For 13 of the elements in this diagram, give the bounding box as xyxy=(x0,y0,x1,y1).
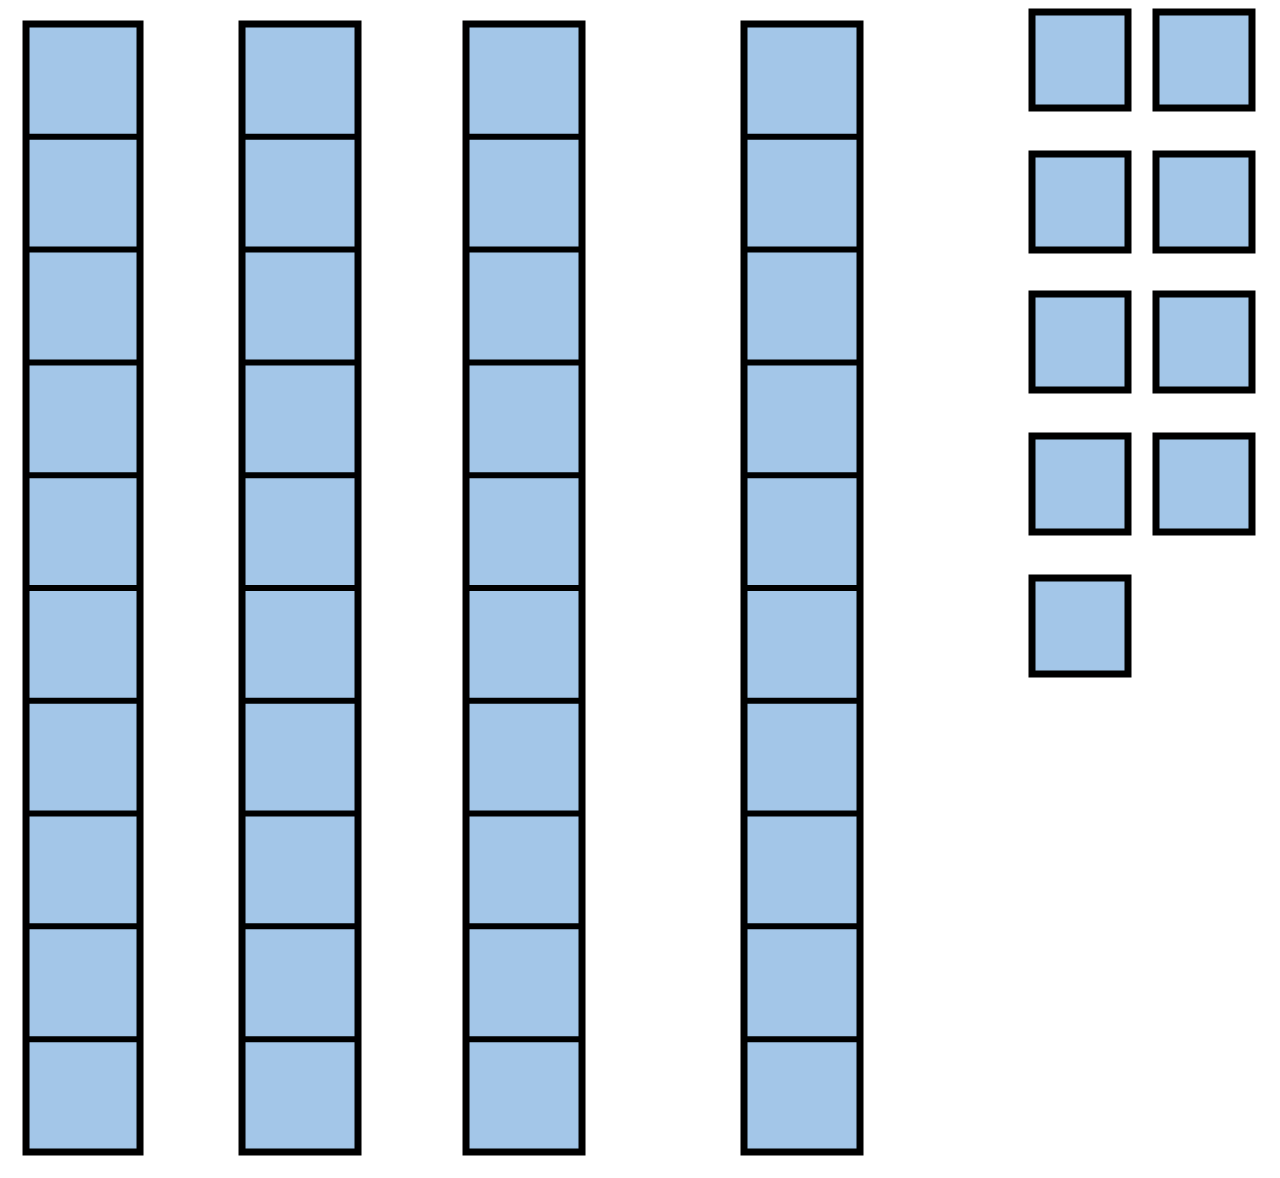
ten-rod xyxy=(238,20,362,1156)
ten-rod xyxy=(22,20,144,1156)
unit-cube xyxy=(1028,432,1132,536)
unit-cube xyxy=(1152,8,1256,112)
unit-cube xyxy=(1028,574,1132,678)
unit-cube xyxy=(1152,432,1256,536)
unit-cube xyxy=(1028,8,1132,112)
unit-cube xyxy=(1152,290,1256,394)
unit-cube xyxy=(1152,150,1256,254)
unit-cube xyxy=(1028,290,1132,394)
ten-rod xyxy=(462,20,586,1156)
unit-cube xyxy=(1028,150,1132,254)
ten-rod xyxy=(740,20,864,1156)
